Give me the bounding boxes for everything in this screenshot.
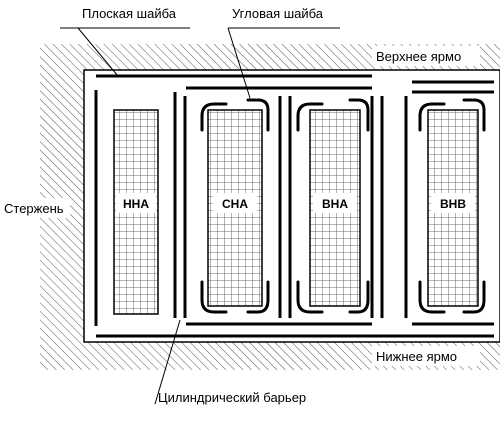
angle-washers: [200, 98, 486, 314]
coil-label-bg-vnv: [431, 193, 475, 213]
coil-label-sna: СНА: [222, 197, 248, 211]
lower-yoke-label: Нижнее ярмо: [376, 349, 457, 364]
coil-label-bg-nna: [116, 193, 156, 213]
lower-yoke-label-bg: [372, 346, 480, 366]
angle-washer-label: Угловая шайба: [232, 6, 324, 21]
coil-label-bg-vna: [313, 193, 357, 213]
flat-washer-label: Плоская шайба: [82, 6, 177, 21]
core-label-bg: [2, 198, 70, 218]
upper-yoke-label-bg: [372, 46, 480, 66]
coil-label-vnv: ВНВ: [440, 197, 466, 211]
coil-label-nna: ННА: [123, 197, 149, 211]
leader-lines: [60, 27, 340, 405]
coil-label-vna: ВНА: [322, 197, 348, 211]
coil-label-bg-sna: [213, 193, 257, 213]
cylindrical-barrier-label: Цилиндрический барьер: [158, 390, 306, 405]
upper-yoke-label: Верхнее ярмо: [376, 49, 461, 64]
core-label: Стержень: [4, 201, 64, 216]
